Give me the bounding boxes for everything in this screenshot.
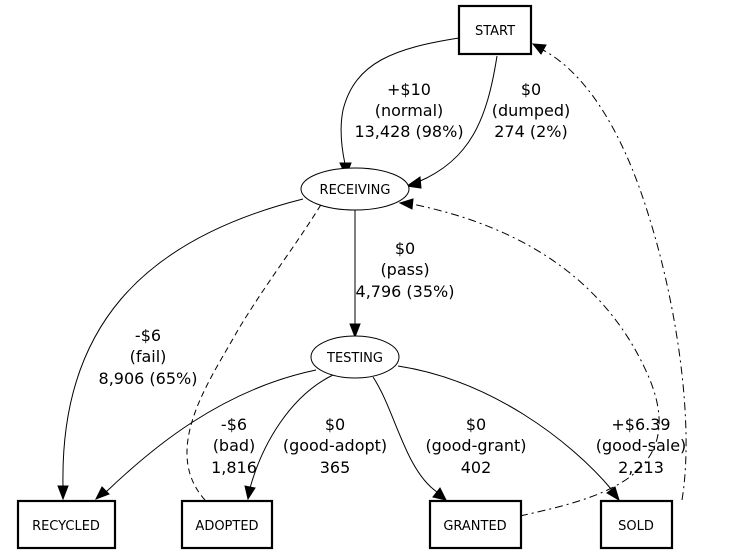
edge-reason: (good-sale) xyxy=(596,436,687,455)
node-start: START xyxy=(457,4,533,56)
edge-granted-receiving xyxy=(398,198,660,517)
edge-count: 8,906 (65%) xyxy=(99,369,198,388)
node-recycled-label: RECYCLED xyxy=(32,519,100,534)
label-start-receiving-dumped: $0 (dumped) 274 (2%) xyxy=(492,80,571,141)
edge-reason: (bad) xyxy=(213,436,256,455)
edge-amount: +$10 xyxy=(387,80,431,99)
edge-testing-recycled xyxy=(94,369,317,500)
edge-testing-granted xyxy=(372,376,447,501)
label-receiving-testing: $0 (pass) 4,796 (35%) xyxy=(356,239,455,301)
node-sold-label: SOLD xyxy=(618,519,654,534)
label-receiving-recycled: -$6 (fail) 8,906 (65%) xyxy=(99,326,198,388)
node-receiving-label: RECEIVING xyxy=(320,183,391,198)
node-testing-label: TESTING xyxy=(326,351,383,366)
edge-count: 274 (2%) xyxy=(494,122,568,141)
edge-testing-sold xyxy=(397,365,620,502)
edge-amount: $0 xyxy=(325,415,345,434)
edge-amount: $0 xyxy=(521,80,541,99)
edge-amount: +$6.39 xyxy=(611,415,670,434)
edge-testing-adopted xyxy=(244,373,336,501)
edge-receiving-recycled xyxy=(57,198,304,501)
node-start-label: START xyxy=(475,24,515,39)
edge-count: 2,213 xyxy=(618,458,664,477)
node-receiving: RECEIVING xyxy=(300,167,410,211)
edge-reason: (good-adopt) xyxy=(283,436,387,455)
edge-receiving-testing xyxy=(349,210,361,339)
node-granted-label: GRANTED xyxy=(443,519,506,534)
label-testing-recycled: -$6 (bad) 1,816 xyxy=(211,415,257,477)
node-recycled: RECYCLED xyxy=(16,499,117,550)
edge-amount: -$6 xyxy=(135,326,161,345)
edge-count: 4,796 (35%) xyxy=(356,282,455,301)
label-testing-sold: +$6.39 (good-sale) 2,213 xyxy=(596,415,687,477)
edge-count: 402 xyxy=(461,458,492,477)
edge-count: 13,428 (98%) xyxy=(354,122,463,141)
edge-count: 365 xyxy=(320,458,351,477)
node-granted: GRANTED xyxy=(428,499,523,550)
edge-sold-start xyxy=(531,43,687,501)
label-testing-granted: $0 (good-grant) 402 xyxy=(425,415,526,477)
node-adopted: ADOPTED xyxy=(180,499,274,550)
edge-reason: (fail) xyxy=(130,347,167,366)
edge-reason: (pass) xyxy=(380,260,429,279)
edge-count: 1,816 xyxy=(211,458,257,477)
node-sold: SOLD xyxy=(599,499,674,550)
edge-start-receiving-dumped xyxy=(405,55,498,189)
edge-amount: -$6 xyxy=(221,415,247,434)
label-testing-adopted: $0 (good-adopt) 365 xyxy=(283,415,387,477)
edge-reason: (good-grant) xyxy=(425,436,526,455)
node-testing: TESTING xyxy=(310,335,400,379)
edge-reason: (dumped) xyxy=(492,101,571,120)
label-start-receiving-normal: +$10 (normal) 13,428 (98%) xyxy=(354,80,463,141)
edge-amount: $0 xyxy=(466,415,486,434)
edge-reason: (normal) xyxy=(375,101,444,120)
edge-amount: $0 xyxy=(395,239,415,258)
node-adopted-label: ADOPTED xyxy=(195,519,258,534)
